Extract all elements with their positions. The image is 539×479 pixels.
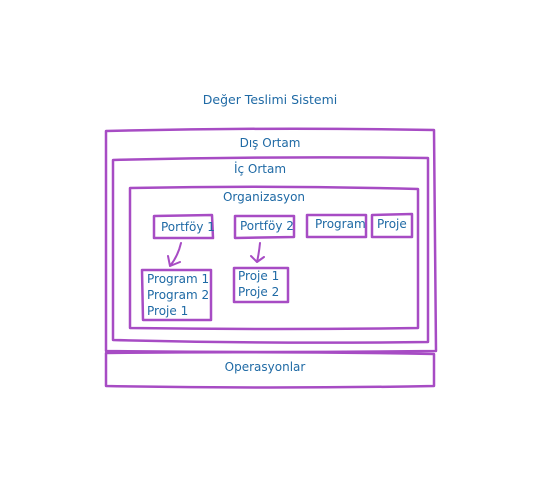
operations-label: Operasyonlar (224, 360, 306, 374)
organization-box (128, 185, 420, 331)
project-box (370, 212, 414, 239)
arrow-portfolio-2 (250, 242, 265, 263)
list-item: Proje 1 (147, 304, 189, 318)
list-item: Proje 2 (238, 285, 280, 299)
portfolio-1-items: Program 1 Program 2 Proje 1 (147, 271, 209, 319)
diagram-title: Değer Teslimi Sistemi (202, 92, 338, 107)
inner-environment-box (111, 156, 430, 344)
portfolio-1-label: Portföy 1 (161, 220, 215, 234)
arrow-portfolio-1 (167, 242, 182, 267)
list-item: Program 2 (147, 288, 210, 302)
portfolio-1-children-box (140, 268, 213, 322)
inner-environment-label: İç Ortam (233, 162, 287, 176)
portfolio-1-box (152, 213, 215, 240)
project-label: Proje (377, 217, 407, 231)
list-item: Program 1 (147, 272, 210, 286)
outer-environment-label: Dış Ortam (239, 136, 301, 150)
program-box (305, 213, 368, 239)
portfolio-2-label: Portföy 2 (240, 219, 294, 233)
portfolio-2-children-box (232, 266, 290, 304)
portfolio-2-box (233, 214, 296, 240)
portfolio-2-items: Proje 1 Proje 2 (238, 268, 279, 300)
organization-label: Organizasyon (222, 190, 306, 204)
list-item: Proje 1 (238, 269, 280, 283)
program-label: Program (315, 217, 366, 231)
operations-box (104, 350, 436, 389)
